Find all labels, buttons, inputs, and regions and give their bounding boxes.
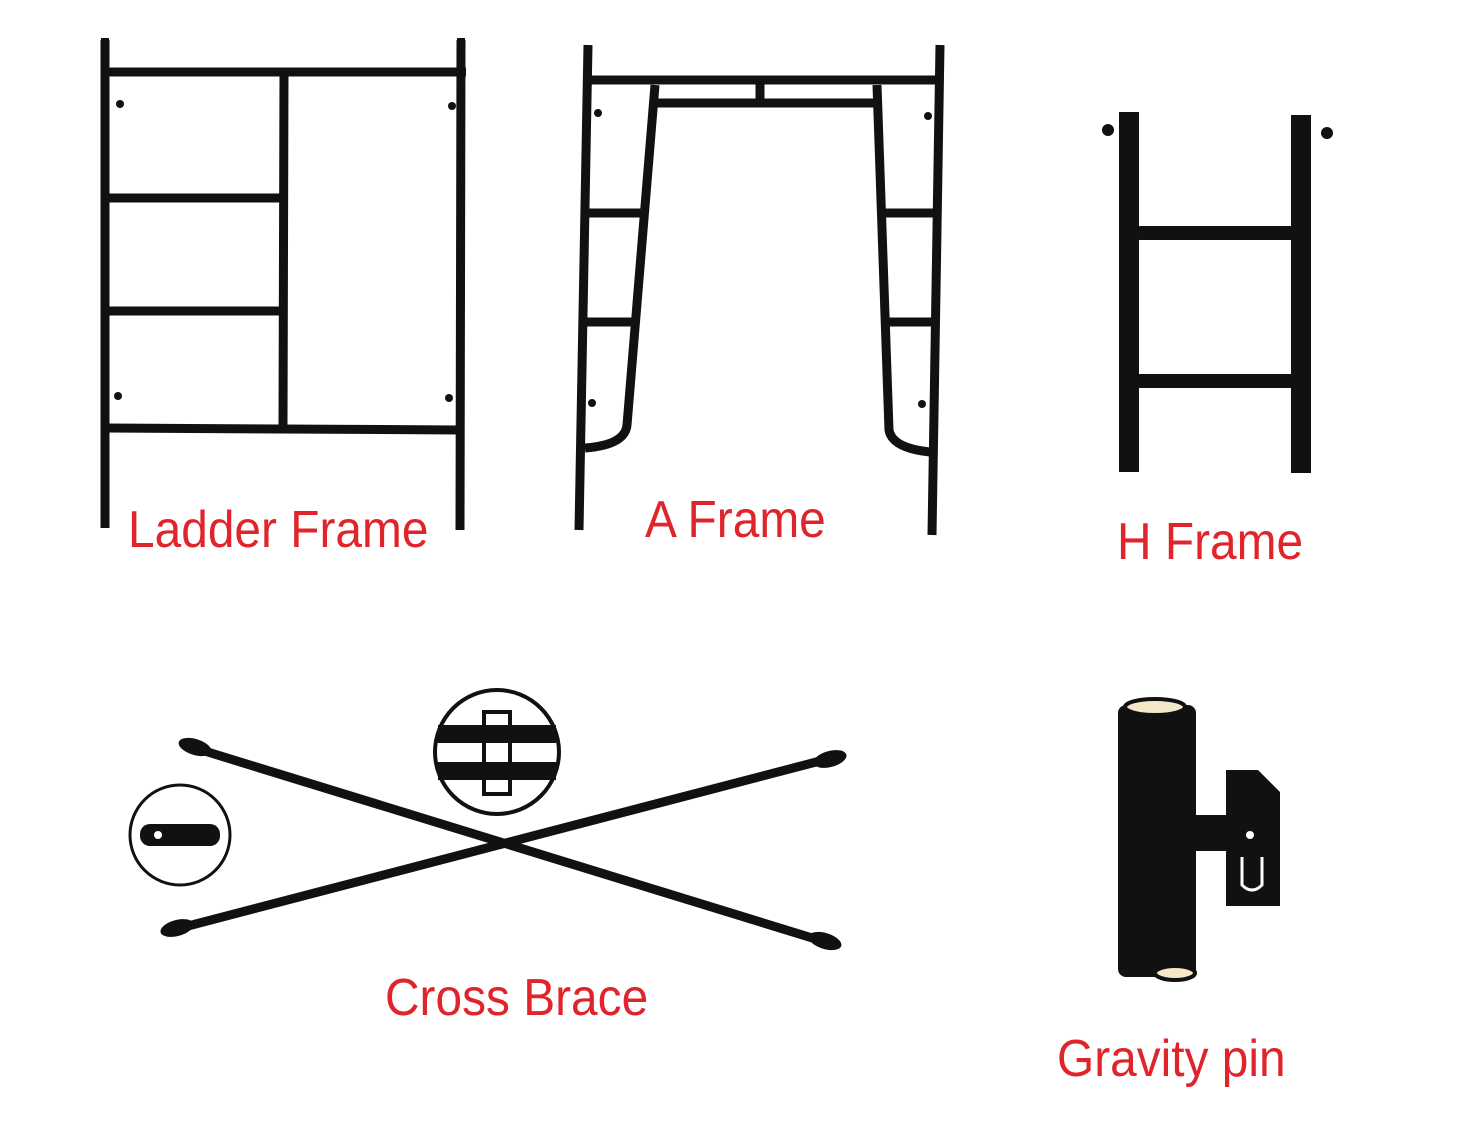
cross-brace-label: Cross Brace (385, 969, 649, 1027)
a-frame-label: A Frame (645, 491, 826, 549)
a-frame-drawing (574, 44, 945, 536)
gravity-pin-drawing (1118, 697, 1280, 982)
cross-brace-drawing (128, 688, 847, 951)
h-frame-label: H Frame (1117, 513, 1304, 571)
h-frame-drawing (1102, 112, 1333, 473)
ladder-frame-drawing (100, 38, 466, 531)
ladder-frame-label: Ladder Frame (128, 501, 429, 559)
gravity-pin-label: Gravity pin (1057, 1030, 1286, 1088)
